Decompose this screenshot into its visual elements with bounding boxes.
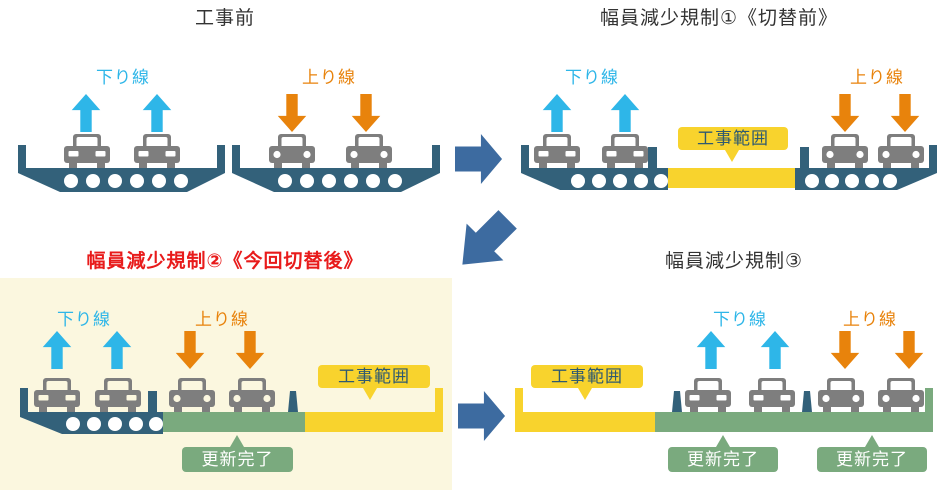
car-icon <box>878 378 924 412</box>
panel3-road <box>20 331 443 434</box>
down-lane-arrow-icon <box>71 94 101 132</box>
renewed-tag: 更新完了 <box>817 435 927 472</box>
car-icon <box>95 378 141 412</box>
barrier-post-icon <box>802 391 812 412</box>
flow-arrow-right-icon <box>458 391 506 441</box>
car-icon <box>822 134 868 168</box>
up-lane-arrow-icon <box>890 94 920 132</box>
construction-zone-wall <box>435 388 443 432</box>
down-lane-arrow-icon <box>142 94 172 132</box>
flow-arrow-right-icon <box>455 134 503 184</box>
car-icon <box>64 134 110 168</box>
construction-zone-road <box>668 168 795 188</box>
bridge-deck-icon <box>521 145 668 190</box>
down-lane-arrow-icon <box>542 94 572 132</box>
car-icon <box>169 378 215 412</box>
down-lane-arrow-icon <box>760 331 790 369</box>
flow-arrow-down-left-icon <box>462 210 517 265</box>
renewed-tag: 更新完了 <box>182 435 293 472</box>
car-icon <box>34 378 80 412</box>
car-icon <box>749 378 795 412</box>
car-icon <box>878 134 924 168</box>
renewed-road <box>655 412 933 432</box>
up-lane-arrow-icon <box>277 94 307 132</box>
construction-zone-road <box>515 412 655 432</box>
construction-zone-tag: 工事範囲 <box>318 365 430 400</box>
car-icon <box>346 134 392 168</box>
up-lane-arrow-icon <box>830 94 860 132</box>
bridge-deck-icon <box>18 145 225 192</box>
panel1-road <box>18 94 440 192</box>
bridge-deck-icon <box>20 388 163 434</box>
car-icon <box>602 134 648 168</box>
panel4-road <box>515 331 933 432</box>
bridge-deck-icon <box>795 145 937 190</box>
up-line-label: 上り線 <box>843 310 897 329</box>
down-lane-arrow-icon <box>102 331 132 369</box>
construction-zone-tag: 工事範囲 <box>531 365 643 400</box>
barrier-post-icon <box>288 391 298 412</box>
down-lane-arrow-icon <box>42 331 72 369</box>
up-lane-arrow-icon <box>235 331 265 369</box>
construction-zone-road <box>305 412 443 432</box>
renewed-road <box>163 412 305 432</box>
construction-zone-tag: 工事範囲 <box>678 127 788 162</box>
down-line-label: 下り線 <box>565 68 619 87</box>
construction-zone-wall <box>515 388 523 432</box>
renewed-tag: 更新完了 <box>668 435 778 472</box>
car-icon <box>818 378 864 412</box>
panel1-title: 工事前 <box>194 8 255 29</box>
panel2-road <box>521 94 937 190</box>
up-lane-arrow-icon <box>894 331 924 369</box>
car-icon <box>685 378 731 412</box>
down-lane-arrow-icon <box>610 94 640 132</box>
down-line-label: 下り線 <box>713 310 767 329</box>
panel3-title: 幅員減少規制②《今回切替後》 <box>86 251 364 272</box>
up-lane-arrow-icon <box>351 94 381 132</box>
bridge-deck-icon <box>232 145 440 192</box>
car-icon <box>134 134 180 168</box>
up-lane-arrow-icon <box>175 331 205 369</box>
car-icon <box>534 134 580 168</box>
up-line-label: 上り線 <box>302 68 356 87</box>
barrier-post-icon <box>672 391 682 412</box>
up-lane-arrow-icon <box>830 331 860 369</box>
down-lane-arrow-icon <box>696 331 726 369</box>
car-icon <box>229 378 275 412</box>
car-icon <box>269 134 315 168</box>
down-line-label: 下り線 <box>57 310 111 329</box>
down-line-label: 下り線 <box>96 68 150 87</box>
panel2-title: 幅員減少規制①《切替前》 <box>599 8 839 29</box>
panel4-title: 幅員減少規制③ <box>664 251 804 272</box>
renewed-road-wall <box>925 388 933 432</box>
up-line-label: 上り線 <box>850 68 904 87</box>
up-line-label: 上り線 <box>195 310 249 329</box>
